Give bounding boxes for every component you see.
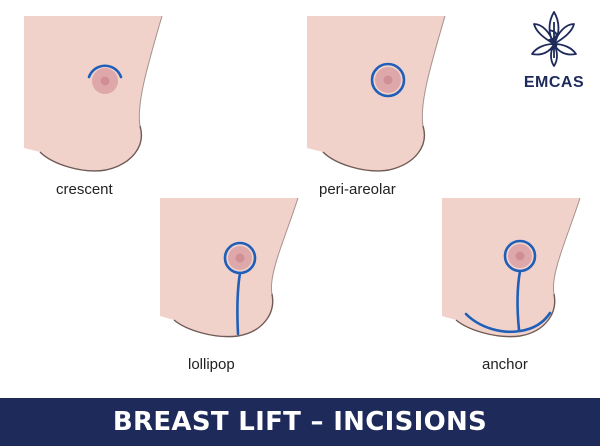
panel-crescent bbox=[24, 15, 163, 172]
lotus-caduceus-icon bbox=[531, 11, 577, 67]
incision-diagram: crescent peri-areolar lollipop anchor bbox=[24, 8, 594, 373]
chest-contour-line bbox=[270, 197, 299, 295]
lollipop-vertical-incision bbox=[236, 271, 242, 336]
panel-label-peri-areolar: peri-areolar bbox=[319, 181, 396, 198]
chest-contour-line bbox=[421, 15, 446, 127]
chest-contour-line bbox=[552, 197, 581, 295]
nipple bbox=[515, 251, 525, 261]
nipple bbox=[383, 75, 393, 85]
peri-areolar-incision-line bbox=[370, 62, 406, 98]
chest-contour-line bbox=[138, 15, 163, 127]
panel-label-lollipop: lollipop bbox=[188, 356, 235, 373]
emcas-logo: EMCAS bbox=[514, 8, 594, 100]
title-banner: BREAST LIFT – INCISIONS bbox=[0, 398, 600, 446]
banner-title: BREAST LIFT – INCISIONS bbox=[112, 407, 488, 437]
panel-label-anchor: anchor bbox=[482, 356, 528, 373]
panel-anchor bbox=[442, 197, 581, 338]
crescent-incision-line bbox=[87, 64, 123, 79]
logo-wordmark: EMCAS bbox=[523, 74, 585, 91]
nipple bbox=[100, 76, 110, 86]
nipple bbox=[235, 253, 245, 263]
breast-illustration bbox=[24, 16, 162, 171]
anchor-vertical-incision bbox=[516, 269, 522, 332]
panel-lollipop bbox=[160, 197, 299, 338]
breast-fold-line bbox=[322, 125, 425, 172]
panel-peri-areolar bbox=[307, 15, 446, 172]
breast-fold-line bbox=[39, 125, 142, 172]
breast-illustration bbox=[307, 16, 445, 171]
anchor-inframammary-incision bbox=[464, 311, 552, 334]
breast-fold-line bbox=[173, 293, 274, 338]
panel-label-crescent: crescent bbox=[56, 181, 113, 198]
breast-fold-line bbox=[455, 293, 556, 338]
